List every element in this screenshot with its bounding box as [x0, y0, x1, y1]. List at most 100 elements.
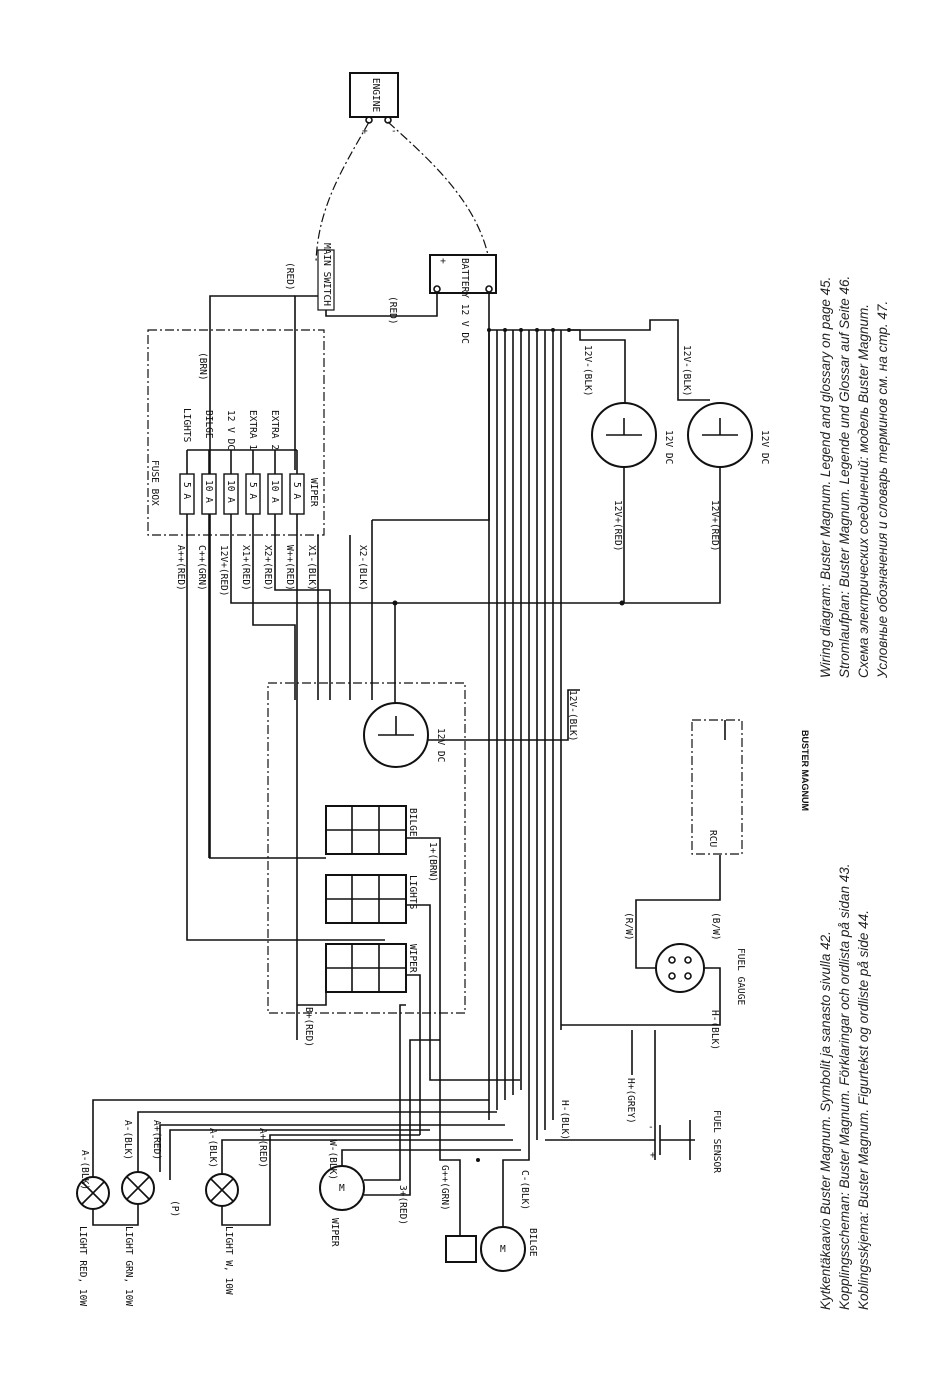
caption-left-3: Koblingsskjema: Buster Magnum. Figurteks… [856, 910, 871, 1310]
engine-minus-terminal [384, 116, 392, 124]
bilge-pump-symbol: M [500, 1244, 506, 1255]
wire-label-light-w-red: A+(RED) [257, 1128, 268, 1168]
wire-label-12v-red: 12V+(RED) [218, 545, 229, 596]
wire-label-bilge-grn: G++(GRN) [439, 1165, 450, 1211]
wire-label-12v-blk-1: 12V-(BLK) [582, 345, 593, 396]
battery-plus-label: + [437, 258, 448, 264]
fuel-sensor: + - FUEL SENSOR [648, 1110, 722, 1173]
wire-label-wiper-blk: W-(BLK) [327, 1140, 338, 1180]
wire-label-x2-red: X2+(RED) [262, 545, 273, 591]
wire-label-brn: (BRN) [197, 352, 208, 381]
socket-feed-wire [395, 467, 721, 604]
caption-left-1: Kytkentäkaavio Buster Magnum. Symbolit j… [818, 931, 833, 1310]
wire-label-socket2-red: 12V+(RED) [709, 500, 720, 551]
wire-label-red-switch: (RED) [387, 296, 398, 325]
caption-right-1: Wiring diagram: Buster Magnum. Legend an… [818, 277, 833, 678]
fuse-5: 10 A EXTRA 2 [267, 410, 283, 540]
svg-text:LIGHTS: LIGHTS [181, 408, 192, 443]
wiper-wiring [341, 1004, 521, 1196]
wire-label-x1-blk: X1-(BLK) [306, 545, 317, 591]
wire-label-wiper-red: 3+(RED) [397, 1185, 408, 1225]
socket-1-label: 12V DC [663, 430, 674, 464]
socket2-ground [580, 319, 710, 401]
switch-lights[interactable]: LIGHTS [325, 874, 418, 924]
caption-right-4: Условные обозначения и словарь терминов … [875, 301, 890, 679]
wire-label-a-red: A++(RED) [175, 545, 186, 591]
fuel-sensor-wiring [545, 1030, 656, 1141]
wire-label-b-red: B+(RED) [303, 1007, 314, 1047]
wire-label-12v-blk-2: 12V-(BLK) [681, 345, 692, 396]
switch-bilge-label: BILGE [407, 808, 418, 837]
wire-label-red-top: (RED) [284, 262, 295, 291]
wire-label-light-red-blk: A-(BLK) [79, 1150, 90, 1190]
wire-label-x2-blk: X2-(BLK) [357, 545, 368, 591]
bilge-pump-label: BILGE [527, 1228, 538, 1257]
wire-label-h-blk-2: H-(BLK) [709, 1010, 720, 1050]
wire-label-bilge-brn: 1+(BRN) [427, 842, 438, 882]
fuel-gauge [655, 943, 705, 993]
fuel-gauge-wiring [561, 855, 721, 1026]
svg-text:10 A: 10 A [225, 480, 236, 503]
socket-2-label: 12V DC [759, 430, 770, 464]
light-red: LIGHT RED, 10W [76, 1176, 110, 1306]
wire-label-light-grn-blk: A-(BLK) [122, 1120, 133, 1160]
wire-label-h-blk: H-(BLK) [559, 1100, 570, 1140]
fuel-gauge-label: FUEL GAUGE [735, 948, 746, 1005]
wire-label-light-p: (P) [169, 1200, 180, 1217]
rcu-label: RCU [707, 830, 718, 847]
socket-1-contact [606, 418, 642, 436]
switch-wiper-label: WIPER [407, 944, 418, 973]
ground-bus [488, 292, 580, 331]
svg-text:-: - [648, 1122, 654, 1133]
dashboard-socket-contact [378, 716, 414, 736]
fuse-box-frame [147, 329, 325, 536]
engine-plus-label: + [362, 126, 368, 137]
dashboard-frame [267, 682, 466, 1014]
light-grn: LIGHT GRN, 10W [121, 1171, 155, 1306]
engine-minus-cable [387, 121, 489, 256]
svg-text:+: + [650, 1150, 656, 1161]
fuse-1: 5 A LIGHTS [179, 408, 195, 540]
switch-bilge[interactable]: BILGE [325, 805, 418, 855]
fuse-box-label: FUSE BOX [149, 460, 160, 506]
dashboard-socket-label: 12V DC [435, 728, 446, 762]
switch-wiper[interactable]: WIPER [325, 943, 418, 993]
svg-text:LIGHT W, 10W: LIGHT W, 10W [223, 1226, 234, 1295]
svg-text:5 A: 5 A [247, 482, 258, 499]
battery-label: BATTERY 12 V DC [459, 258, 470, 344]
bilge-pump-body [445, 1235, 477, 1263]
svg-text:5 A: 5 A [291, 482, 302, 499]
svg-text:EXTRA 1: EXTRA 1 [247, 410, 258, 450]
svg-text:12 V DC: 12 V DC [225, 410, 236, 450]
light-wiring [92, 1099, 513, 1226]
svg-text:10 A: 10 A [203, 480, 214, 503]
ground-bus-taps [487, 328, 571, 1140]
svg-text:10 A: 10 A [269, 480, 280, 503]
wire-label-light-w-blk: A-(BLK) [207, 1128, 218, 1168]
socket1-ground [569, 329, 626, 410]
main-feed-wire [209, 295, 295, 858]
fuse-3: 10 A 12 V DC [223, 410, 239, 540]
light-w: LIGHT W, 10W [205, 1173, 239, 1295]
svg-text:LIGHT GRN, 10W: LIGHT GRN, 10W [123, 1226, 134, 1306]
wire-label-gauge-rw: (R/W) [623, 912, 634, 941]
wire-label-socket1-red: 12V+(RED) [612, 500, 623, 551]
diagram-title: BUSTER MAGNUM [800, 730, 810, 811]
caption-left-2: Kopplingsscheman: Buster Magnum. Förklar… [837, 864, 852, 1310]
extra-ground-wire [372, 330, 490, 521]
socket-2-contact [702, 418, 738, 436]
switch-lights-label: LIGHTS [407, 875, 418, 910]
svg-text:BILGE: BILGE [203, 410, 214, 439]
wire-label-12v-blk-3: 12V-(BLK) [567, 690, 578, 741]
wire-label-light-grn-red: A+(RED) [151, 1120, 162, 1160]
wire-label-h-grey: H+(GREY) [625, 1078, 636, 1124]
svg-text:5 A: 5 A [181, 482, 192, 499]
battery-box [429, 254, 497, 294]
engine-plus-cable [315, 121, 370, 263]
svg-text:EXTRA 2: EXTRA 2 [269, 410, 280, 450]
fuse-6: 5 A [289, 450, 305, 540]
wire-label-w-red: W++(RED) [284, 545, 295, 591]
wire-label-c-grn: C++(GRN) [196, 545, 207, 591]
main-switch-label: MAIN SWITCH [321, 243, 332, 306]
